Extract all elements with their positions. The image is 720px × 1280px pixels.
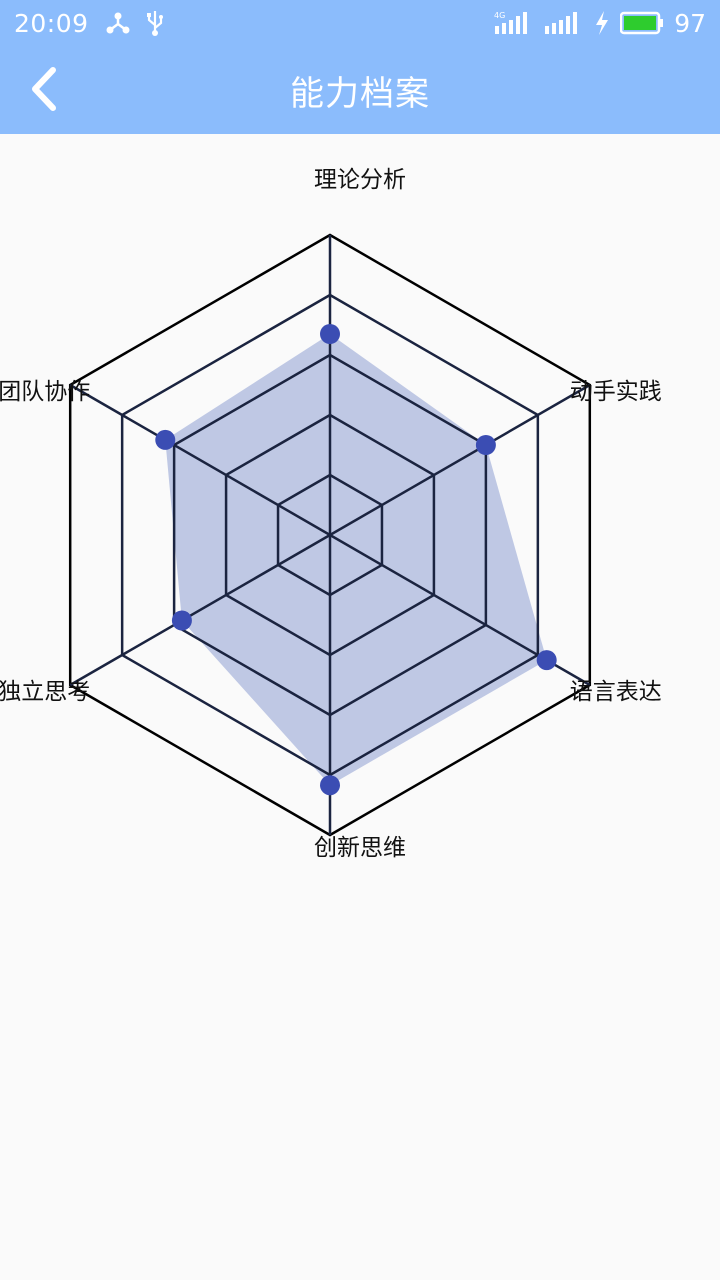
usb-icon bbox=[146, 11, 163, 36]
radar-data-point bbox=[320, 324, 340, 344]
radar-data-point bbox=[171, 610, 192, 631]
charging-icon bbox=[596, 11, 609, 35]
app-bar: 能力档案 bbox=[0, 46, 720, 134]
status-bar: 20:09 4G bbox=[0, 0, 720, 46]
radar-axis-spoke bbox=[69, 533, 331, 687]
radar-data-point bbox=[475, 435, 496, 455]
back-button[interactable] bbox=[18, 64, 68, 114]
battery-icon bbox=[620, 11, 664, 35]
radar-axis-label: 团队协作 bbox=[0, 379, 90, 405]
radar-axis-label: 语言表达 bbox=[570, 679, 662, 705]
radar-axis-label: 创新思维 bbox=[314, 835, 406, 861]
page-title: 能力档案 bbox=[290, 73, 430, 114]
network-badge: 4G bbox=[494, 11, 505, 20]
radar-data-point bbox=[536, 650, 557, 671]
radar-axis-spoke bbox=[329, 383, 591, 537]
radar-data-area bbox=[165, 334, 547, 786]
battery-level: 97 bbox=[674, 8, 706, 38]
chevron-left-icon bbox=[32, 67, 56, 111]
status-right-icons: 4G 97 bbox=[494, 9, 706, 38]
radar-axis-label: 独立思考 bbox=[0, 679, 90, 705]
signal-icon bbox=[545, 12, 578, 34]
share-icon bbox=[106, 12, 130, 34]
status-left-icons bbox=[105, 9, 165, 37]
radar-axis-label: 理论分析 bbox=[314, 167, 406, 193]
radar-axis-spoke bbox=[69, 383, 331, 537]
signal-icon: 4G bbox=[494, 11, 528, 34]
ability-profile-content: 理论分析动手实践语言表达创新思维 独立思考 团队协作 bbox=[0, 134, 720, 1280]
radar-data-point bbox=[320, 775, 340, 796]
status-time: 20:09 bbox=[14, 8, 89, 38]
radar-data-point bbox=[155, 429, 176, 450]
radar-axis-label: 动手实践 bbox=[570, 379, 662, 405]
